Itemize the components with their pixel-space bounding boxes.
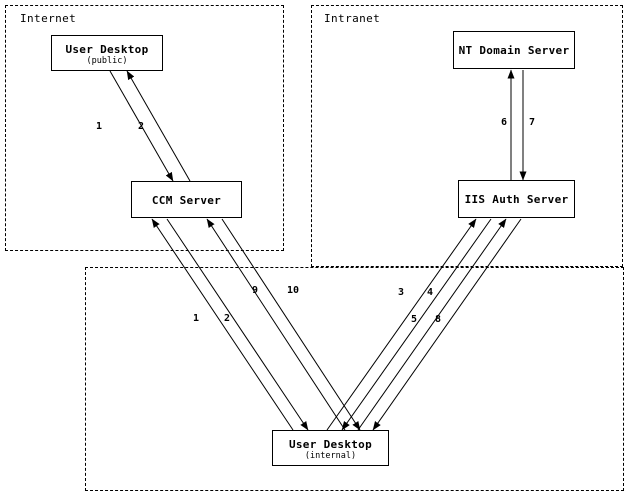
edge-line-2: [166, 218, 309, 431]
node-user-desktop-internal[interactable]: User Desktop (internal): [272, 430, 389, 466]
edge-line-8: [372, 218, 522, 431]
zone-internal-lan: [85, 267, 624, 491]
edge-line-4: [341, 218, 492, 431]
node-iis-auth-server[interactable]: IIS Auth Server: [458, 180, 575, 218]
zone-internet: [5, 5, 284, 251]
edge-line-9: [206, 218, 346, 431]
edge-line-2: [126, 70, 191, 182]
node-title: IIS Auth Server: [464, 193, 569, 206]
node-user-desktop-public[interactable]: User Desktop (public): [51, 35, 163, 71]
node-title: CCM Server: [151, 194, 222, 207]
node-title: NT Domain Server: [458, 44, 570, 57]
edge-line-3: [326, 218, 477, 431]
node-ccm-server[interactable]: CCM Server: [131, 181, 242, 218]
edge-line-group: [109, 69, 527, 431]
node-title: User Desktop: [288, 438, 373, 451]
zone-intranet: [311, 5, 623, 267]
edge-line-10: [221, 218, 361, 431]
edge-line-1: [109, 70, 174, 182]
node-nt-domain-server[interactable]: NT Domain Server: [453, 31, 575, 69]
node-subtitle: (public): [86, 56, 128, 66]
edge-line-1: [151, 218, 294, 431]
node-title: User Desktop: [65, 43, 149, 56]
edge-line-5: [357, 218, 507, 431]
node-subtitle: (internal): [304, 451, 357, 461]
